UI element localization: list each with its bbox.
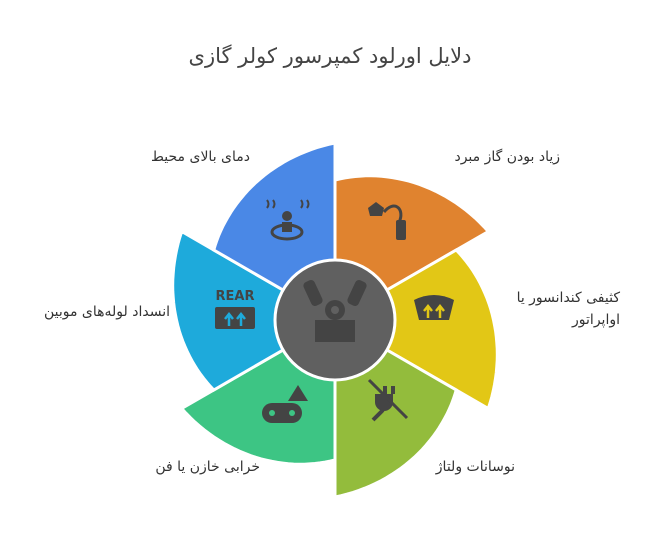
label-ambient: دمای بالای محیط <box>150 149 250 165</box>
refrigerant-gas-icon <box>368 202 406 240</box>
label-voltage: نوسانات ولتاژ <box>435 459 515 475</box>
heat-person-icon <box>266 199 310 241</box>
label-capacitor: خرابی خازن یا فن <box>155 459 260 475</box>
label-capillary: انسداد لوله‌های موبین <box>43 304 170 320</box>
windshield-defrost-icon <box>414 295 454 320</box>
rear-text: REAR <box>216 289 255 304</box>
segment-windshield-defrost <box>332 248 499 411</box>
unplugged-icon <box>367 378 409 422</box>
label-refrigerant: زیاد بودن گاز مبرد <box>454 149 560 165</box>
engine-icon <box>303 279 367 342</box>
rear-defrost-icon: REAR <box>215 289 255 329</box>
warning-capacitor-icon <box>262 385 308 423</box>
label-condenser: کثیفی کندانسور یا اواپراتور <box>516 290 620 328</box>
diagram-title: دلایل اورلود کمپرسور کولر گازی <box>188 44 472 68</box>
